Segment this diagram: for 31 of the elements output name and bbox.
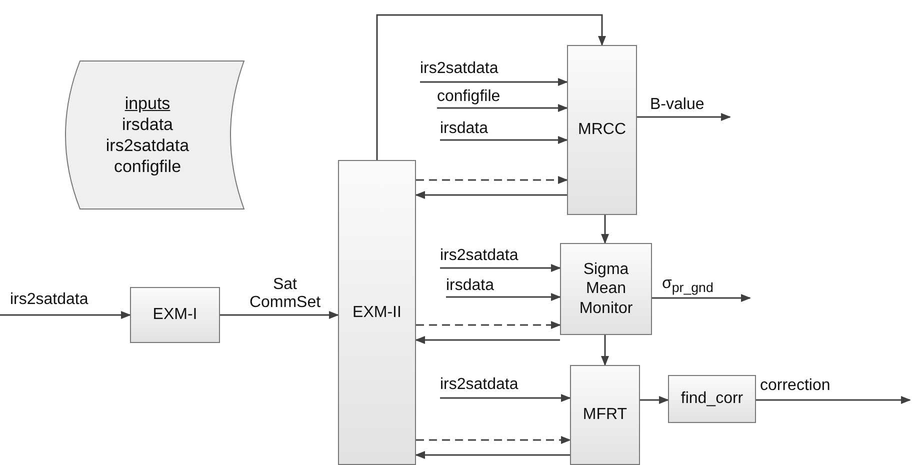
arrow [756,396,911,404]
arrow [446,293,561,301]
arrow [437,104,568,112]
arrow [415,191,567,199]
process-box: Sigma Mean Monitor [560,243,652,335]
process-box: EXM-I [130,287,220,343]
arrow [601,215,609,244]
arrow [420,78,568,86]
list-heading: inputs [124,92,170,114]
dashed-arrow [416,176,568,184]
process-box: MRCC [567,45,637,215]
arrow [637,113,731,121]
dashed-arrow [416,436,571,444]
arrow [415,336,560,344]
arrow [220,311,339,319]
process-box: find_corr [668,375,756,423]
arrow [440,136,568,144]
arrow [440,394,571,402]
arrow [601,335,609,366]
arrow [415,451,570,459]
edge-label: configfile [437,88,500,106]
dashed-arrow [416,321,561,329]
arrow [376,14,606,160]
process-box: EXM-II [338,160,416,465]
input-list: irsdata irs2satdata configfile [95,114,200,178]
edge-label: Sat CommSet [248,276,322,312]
arrow [440,264,561,272]
arrow [0,311,131,319]
arrow [652,294,751,302]
process-box: MFRT [570,365,640,465]
arrow [640,396,669,404]
